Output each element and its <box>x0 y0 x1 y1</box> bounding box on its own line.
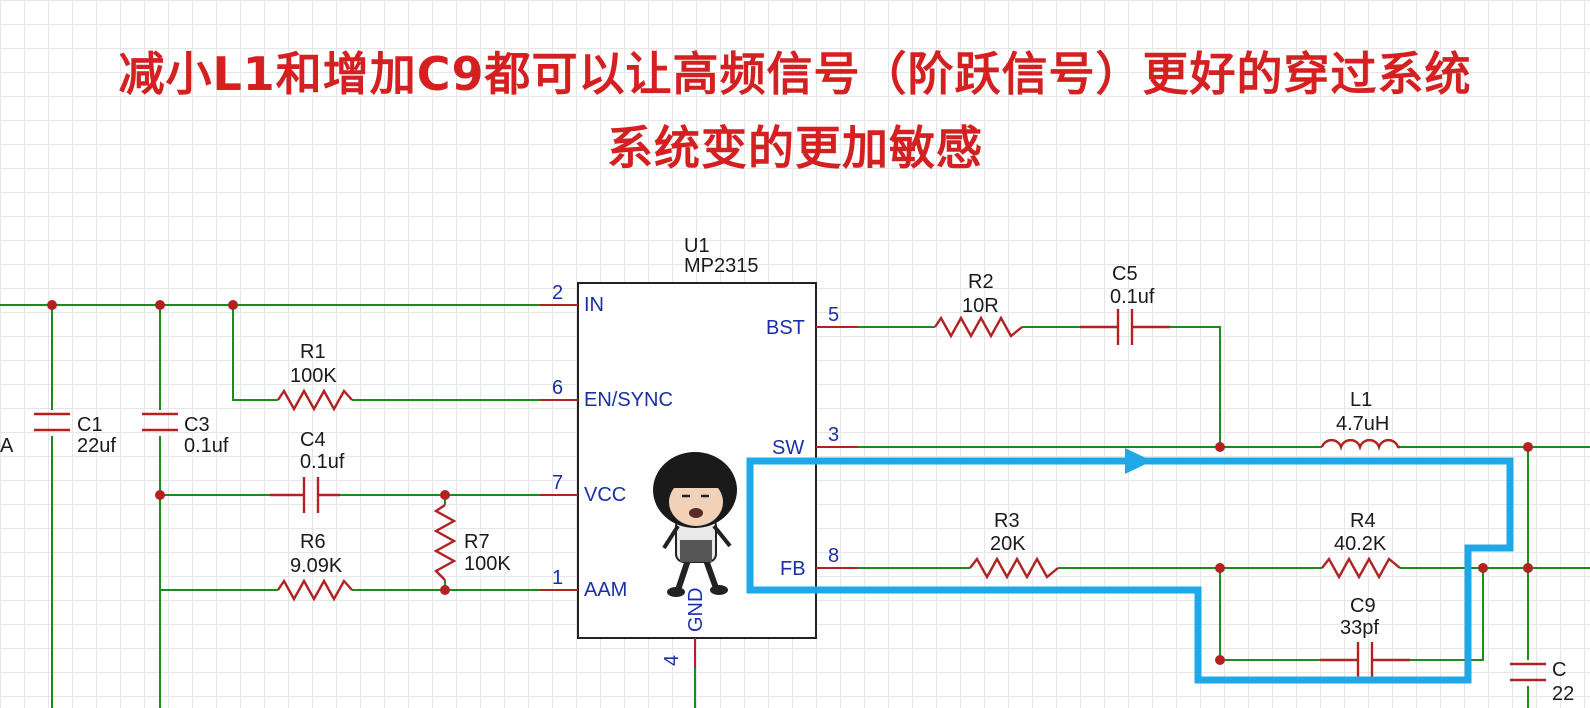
pin-bst-num: 5 <box>828 304 839 326</box>
highlight-loop <box>746 457 1514 684</box>
junction-dot <box>440 585 450 595</box>
capacitor-c3: C3 0.1uf <box>142 412 229 457</box>
wire-bst <box>840 326 1221 447</box>
c1-ref: C1 <box>77 414 103 436</box>
pin-aam-name: AAM <box>584 579 627 601</box>
r6-symbol <box>277 578 353 602</box>
capacitor-c9: C9 33pf <box>1320 595 1410 678</box>
chip-part: MP2315 <box>684 255 759 277</box>
junction-dots <box>47 300 1533 665</box>
r4-ref: R4 <box>1350 510 1376 532</box>
junction-dot <box>155 300 165 310</box>
r6-value: 9.09K <box>290 555 343 577</box>
pin-en-num: 6 <box>552 377 563 399</box>
chip-ref: U1 <box>684 235 710 257</box>
junction-dot <box>228 300 238 310</box>
junction-dot <box>1523 563 1533 573</box>
highlight-signal-path <box>746 448 1514 684</box>
chip-u1: U1 MP2315 2 IN 6 EN/SYNC 7 VCC 1 AAM 5 B… <box>540 235 858 668</box>
pin-sw-name: SW <box>772 437 804 459</box>
pin-fb-name: FB <box>780 558 806 580</box>
r1-symbol <box>277 388 353 412</box>
capacitor-edge: C 22 <box>1510 659 1574 705</box>
junction-dot <box>1478 563 1488 573</box>
junction-dot <box>1215 442 1225 452</box>
left-edge-label: A <box>0 435 14 457</box>
r1-ref: R1 <box>300 341 326 363</box>
r6-ref: R6 <box>300 531 326 553</box>
pin-vcc-name: VCC <box>584 484 626 506</box>
c-edge-symbol <box>1510 662 1546 682</box>
c-edge-ref: C <box>1552 659 1566 681</box>
junction-dot <box>155 490 165 500</box>
c3-value: 0.1uf <box>184 435 229 457</box>
c4-ref: C4 <box>300 429 326 451</box>
l1-value: 4.7uH <box>1336 413 1389 435</box>
pin-bst-name: BST <box>766 317 805 339</box>
c5-symbol <box>1080 309 1170 345</box>
capacitor-c1: C1 22uf <box>34 412 116 457</box>
c-edge-value: 22 <box>1552 683 1574 705</box>
r2-symbol <box>934 315 1023 339</box>
cartoon-mascot-icon <box>653 452 737 597</box>
junction-dot <box>1215 563 1225 573</box>
annotation-title-line-1: 减小L1和增加C9都可以让高频信号（阶跃信号）更好的穿过系统 <box>118 47 1472 101</box>
junction-dot <box>47 300 57 310</box>
junction-dot <box>1523 442 1533 452</box>
c5-ref: C5 <box>1112 263 1138 285</box>
l1-ref: L1 <box>1350 389 1372 411</box>
annotation-title-line-2: 系统变的更加敏感 <box>607 121 983 175</box>
highlight-arrow-icon <box>1125 448 1152 474</box>
pin-en-name: EN/SYNC <box>584 389 673 411</box>
r7-value: 100K <box>464 553 511 575</box>
c4-value: 0.1uf <box>300 451 345 473</box>
c9-symbol <box>1320 642 1410 678</box>
r1-value: 100K <box>290 365 337 387</box>
pin-gnd-num: 4 <box>661 655 683 666</box>
c1-symbol <box>34 412 70 432</box>
resistor-r2: R2 10R <box>934 271 1023 339</box>
pin-fb-num: 8 <box>828 545 839 567</box>
c9-value: 33pf <box>1340 617 1379 639</box>
chip-left-pins <box>540 304 578 591</box>
pin-in-num: 2 <box>552 282 563 304</box>
resistor-r7: R7 100K <box>433 504 511 581</box>
pin-gnd-name: GND <box>685 588 707 632</box>
r2-ref: R2 <box>968 271 994 293</box>
pin-sw-num: 3 <box>828 424 839 446</box>
pin-vcc-num: 7 <box>552 472 563 494</box>
junction-dot <box>440 490 450 500</box>
resistor-r4: R4 40.2K <box>1321 510 1401 580</box>
l1-symbol <box>1320 438 1400 451</box>
c5-value: 0.1uf <box>1110 286 1155 308</box>
r2-value: 10R <box>962 295 999 317</box>
pin-aam-num: 1 <box>552 567 563 589</box>
r3-symbol <box>969 556 1059 580</box>
c3-ref: C3 <box>184 414 210 436</box>
wire-en <box>232 305 560 401</box>
resistor-r6: R6 9.09K <box>277 531 353 602</box>
c3-symbol <box>142 412 178 432</box>
r7-symbol <box>433 504 457 581</box>
capacitor-c5: C5 0.1uf <box>1080 263 1170 345</box>
r4-value: 40.2K <box>1334 533 1387 555</box>
chip-right-pins <box>816 326 858 569</box>
r7-ref: R7 <box>464 531 490 553</box>
resistor-r1: R1 100K <box>277 341 353 412</box>
capacitor-c4: C4 0.1uf <box>270 429 345 513</box>
pin-in-name: IN <box>584 294 604 316</box>
r3-value: 20K <box>990 533 1026 555</box>
r3-ref: R3 <box>994 510 1020 532</box>
junction-dot <box>1215 655 1225 665</box>
c4-symbol <box>270 477 340 513</box>
c9-ref: C9 <box>1350 595 1376 617</box>
c1-value: 22uf <box>77 435 116 457</box>
resistor-r3: R3 20K <box>969 510 1059 580</box>
r4-symbol <box>1321 556 1401 580</box>
inductor-l1: L1 4.7uH <box>1320 389 1400 451</box>
